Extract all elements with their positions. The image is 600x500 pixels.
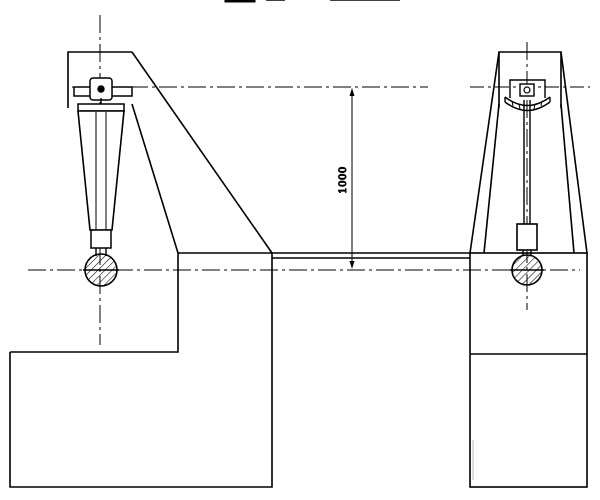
right-arc-band	[504, 96, 551, 107]
connecting-bar	[272, 252, 470, 259]
right-pivot	[523, 86, 531, 94]
dimension-arrow-top	[349, 88, 355, 96]
left-clamp-pivot	[97, 85, 105, 93]
top-fragments	[224, 0, 400, 3]
right-frame	[469, 51, 588, 254]
right-base	[469, 252, 588, 488]
left-bracket	[67, 51, 132, 108]
right-sleeve	[516, 223, 538, 251]
left-diagonal-support	[131, 51, 273, 254]
dimension-arrow-bottom	[349, 261, 355, 269]
dimension-label: 1000	[338, 166, 349, 193]
left-base	[9, 252, 273, 488]
dimension-1000: 1000	[338, 88, 355, 269]
left-cone-body	[77, 110, 125, 231]
right-head-mechanism	[504, 79, 551, 286]
left-cone-assembly	[73, 77, 133, 287]
